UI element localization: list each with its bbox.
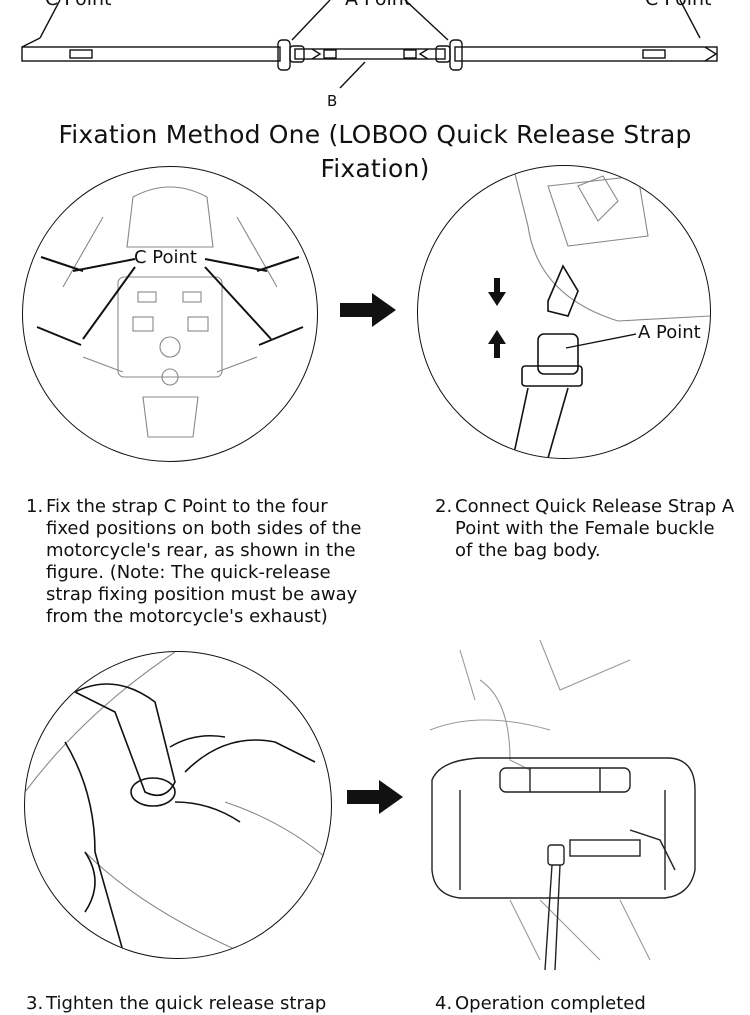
- step-1-description: Fix the strap C Point to the four fixed …: [46, 496, 362, 627]
- step-4-number: 4.: [435, 993, 453, 1014]
- arrow-right-icon: [340, 293, 396, 327]
- page-title: Fixation Method One (LOBOO Quick Release…: [58, 120, 692, 183]
- step-4-text: 4. Operation completed: [435, 993, 735, 1015]
- panel-1-illustration: [22, 166, 318, 462]
- step-1-text: 1. Fix the strap C Point to the four fix…: [26, 496, 376, 628]
- panel-4-illustration: [429, 640, 696, 970]
- panel-1-c-point-callout: C Point: [134, 247, 197, 268]
- step-2-description: Connect Quick Release Strap A Point with…: [455, 496, 735, 561]
- panel-2-illustration: [417, 165, 711, 459]
- panel-3-illustration: [24, 651, 332, 959]
- arrow-right-icon-2: [347, 780, 403, 814]
- step-2-text: 2. Connect Quick Release Strap A Point w…: [435, 496, 735, 562]
- strap-c-point-left-label: C Point: [45, 0, 111, 10]
- step-3-text: 3. Tighten the quick release strap: [26, 993, 376, 1015]
- step-3-number: 3.: [26, 993, 44, 1014]
- strap-c-point-right-label: C Point: [645, 0, 711, 10]
- strap-a-point-label: A Point: [345, 0, 411, 10]
- step-2-number: 2.: [435, 496, 453, 517]
- panel-2-a-point-callout: A Point: [638, 322, 701, 343]
- step-1-number: 1.: [26, 496, 44, 517]
- step-3-description: Tighten the quick release strap: [46, 993, 327, 1014]
- step-4-description: Operation completed: [455, 993, 646, 1014]
- strap-b-label: B: [327, 92, 338, 110]
- strap-diagram: [21, 0, 718, 89]
